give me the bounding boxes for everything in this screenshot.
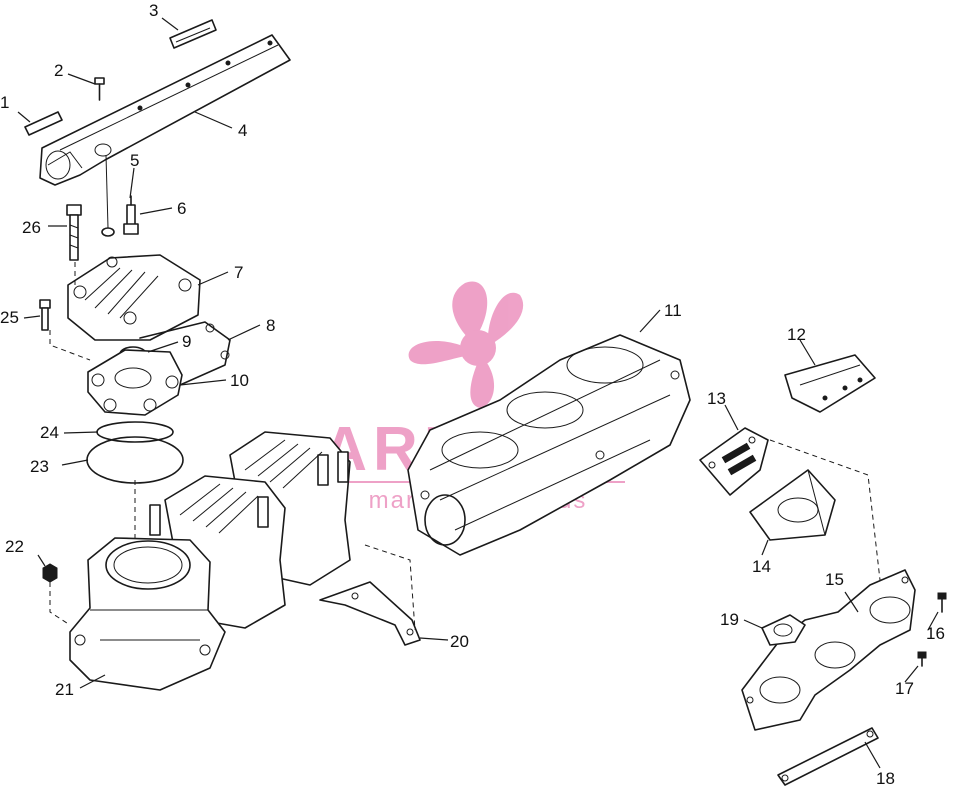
callout-25: 25 [0, 308, 19, 327]
callout-20: 20 [450, 632, 469, 651]
cylinder-head-cover-7 [67, 254, 201, 341]
bolt-16 [937, 592, 947, 613]
decal-1 [24, 111, 63, 136]
bolt-25 [39, 299, 51, 331]
callout-4: 4 [238, 121, 247, 140]
callout-23: 23 [30, 457, 49, 476]
callout-24: 24 [40, 423, 59, 442]
reed-valve-13 [699, 427, 769, 496]
callout-6: 6 [177, 199, 186, 218]
callout-7: 7 [234, 263, 243, 282]
o-ring-23 [86, 436, 184, 484]
o-ring-24 [96, 421, 174, 443]
callout-15: 15 [825, 570, 844, 589]
callout-16: 16 [926, 624, 945, 643]
bolt-26 [66, 204, 82, 261]
callout-11: 11 [664, 301, 682, 320]
callout-1: 1 [0, 93, 9, 112]
callout-14: 14 [752, 557, 771, 576]
bracket-20 [319, 581, 421, 646]
spark-plug-6 [123, 195, 139, 235]
callout-5: 5 [130, 151, 139, 170]
callout-2: 2 [54, 61, 63, 80]
bolt-17 [917, 651, 927, 667]
callout-26: 26 [22, 218, 41, 237]
exhaust-manifold-4 [39, 34, 291, 186]
spacer-block-14 [749, 469, 836, 541]
callout-10: 10 [230, 371, 249, 390]
nut-22 [42, 563, 58, 583]
head-gasket-8 [139, 321, 231, 386]
callout-21: 21 [55, 680, 74, 699]
leader-lines [17, 17, 939, 769]
callout-13: 13 [707, 389, 726, 408]
callout-8: 8 [266, 316, 275, 335]
reed-plate-12 [784, 354, 876, 413]
strap-18 [777, 727, 879, 786]
assembly-lines [49, 262, 881, 631]
propeller-logo-icon [408, 281, 524, 408]
intake-manifold-15 [741, 569, 916, 731]
callout-3: 3 [149, 1, 158, 20]
callout-18: 18 [876, 769, 895, 787]
callout-12: 12 [787, 325, 806, 344]
washer-5 [101, 154, 115, 237]
callout-9: 9 [182, 332, 191, 351]
crankcase-11 [407, 334, 691, 556]
decal-3 [169, 19, 217, 49]
cylinder-head-10 [87, 349, 183, 416]
cylinder-21 [69, 537, 226, 691]
callout-19: 19 [720, 610, 739, 629]
gasket-19 [761, 614, 806, 646]
bolt-2 [94, 77, 105, 101]
callout-17: 17 [895, 679, 914, 698]
callout-22: 22 [5, 537, 24, 556]
